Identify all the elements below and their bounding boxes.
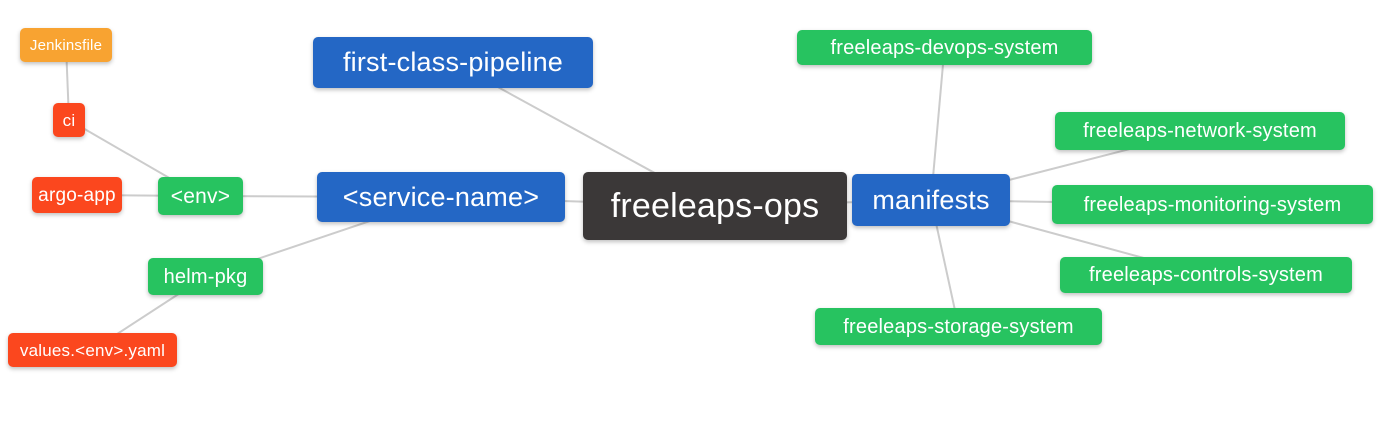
node-storage-system[interactable]: freeleaps-storage-system bbox=[815, 308, 1102, 345]
node-values-env-yaml[interactable]: values.<env>.yaml bbox=[8, 333, 177, 367]
node-monitoring-system[interactable]: freeleaps-monitoring-system bbox=[1052, 185, 1373, 224]
node-helm-pkg[interactable]: helm-pkg bbox=[148, 258, 263, 295]
node-service-name[interactable]: <service-name> bbox=[317, 172, 565, 222]
node-freeleaps-ops[interactable]: freeleaps-ops bbox=[583, 172, 847, 240]
node-manifests[interactable]: manifests bbox=[852, 174, 1010, 226]
node-first-class-pipeline[interactable]: first-class-pipeline bbox=[313, 37, 593, 88]
node-argo-app[interactable]: argo-app bbox=[32, 177, 122, 213]
node-controls-system[interactable]: freeleaps-controls-system bbox=[1060, 257, 1352, 293]
node-jenkinsfile[interactable]: Jenkinsfile bbox=[20, 28, 112, 62]
node-ci[interactable]: ci bbox=[53, 103, 85, 137]
node-devops-system[interactable]: freeleaps-devops-system bbox=[797, 30, 1092, 65]
node-env[interactable]: <env> bbox=[158, 177, 243, 215]
node-network-system[interactable]: freeleaps-network-system bbox=[1055, 112, 1345, 150]
